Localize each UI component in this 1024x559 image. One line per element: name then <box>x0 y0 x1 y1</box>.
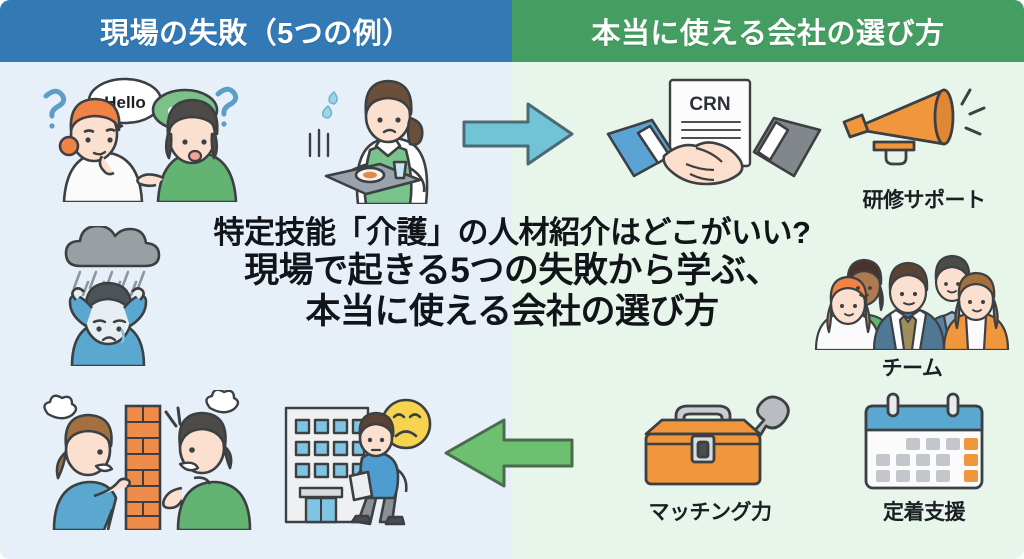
contract-doc-label: CRN <box>689 94 730 115</box>
illustration-handshake-contract: CRN <box>604 72 824 202</box>
conflict-wall-icon <box>43 388 252 532</box>
overworked-caregiver-icon <box>308 79 429 206</box>
arrow-left-icon <box>444 418 574 488</box>
megaphone-icon <box>842 88 986 166</box>
arrow-left <box>438 414 578 492</box>
header-left-title: 現場の失敗（5つの例） <box>100 18 412 50</box>
illustration-conflict-wall <box>26 388 256 532</box>
calendar-icon <box>864 392 984 490</box>
header-right: 本当に使える会社の選び方 <box>512 0 1024 62</box>
illustration-team: チーム <box>812 246 1012 380</box>
matching-power-caption: マッチング力 <box>648 501 773 524</box>
header-right-title: 本当に使える会社の選び方 <box>591 18 945 50</box>
communication-gap-icon: Hello <box>43 77 239 204</box>
team-icon <box>814 254 1010 352</box>
handshake-contract-icon: CRN <box>606 78 822 186</box>
arrow-right-icon <box>462 102 574 166</box>
illustration-communication-gap: Hello <box>22 72 272 204</box>
illustration-training-support: 研修サポート <box>834 76 1014 212</box>
retention-support-caption: 定着支援 <box>883 501 966 524</box>
team-caption: チーム <box>881 357 943 380</box>
training-support-caption: 研修サポート <box>862 189 987 212</box>
illustration-retention-support: 定着支援 <box>844 392 1004 524</box>
stressed-worker-icon <box>64 224 161 368</box>
arrow-right <box>458 98 578 170</box>
illustration-early-turnover <box>276 390 436 530</box>
toolbox-wrench-icon <box>644 395 790 486</box>
illustration-overworked-caregiver <box>288 72 458 206</box>
illustration-stressed-worker <box>46 224 196 368</box>
header-left: 現場の失敗（5つの例） <box>0 0 512 62</box>
illustration-matching-power: マッチング力 <box>620 392 800 524</box>
early-turnover-icon <box>284 398 432 526</box>
